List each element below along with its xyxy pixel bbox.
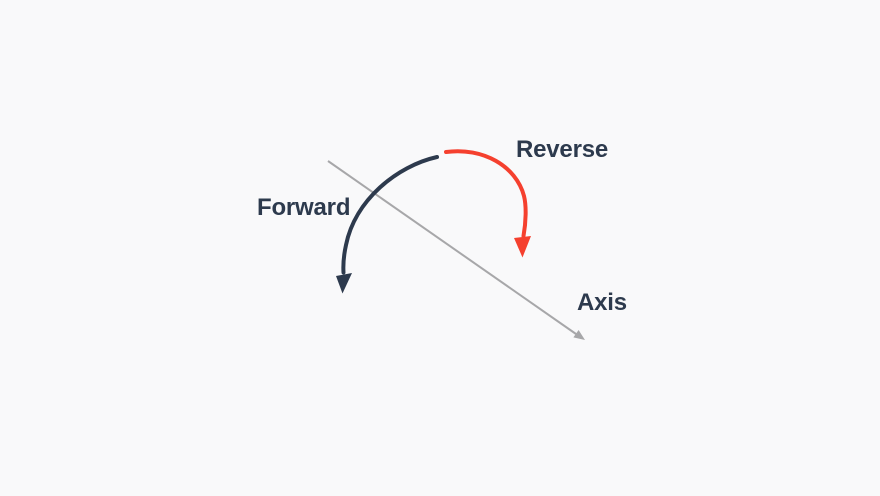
forward-label: Forward: [257, 194, 351, 221]
axis-label: Axis: [577, 289, 627, 316]
reverse-label: Reverse: [516, 136, 609, 163]
forward-arrowhead-icon: [336, 273, 352, 294]
reverse-arrowhead-icon: [514, 236, 531, 258]
forward-arrow: [341, 155, 439, 275]
axis-line: [327, 160, 577, 335]
axis-arrowhead-icon: [573, 330, 585, 340]
reverse-arrow: [444, 149, 528, 238]
